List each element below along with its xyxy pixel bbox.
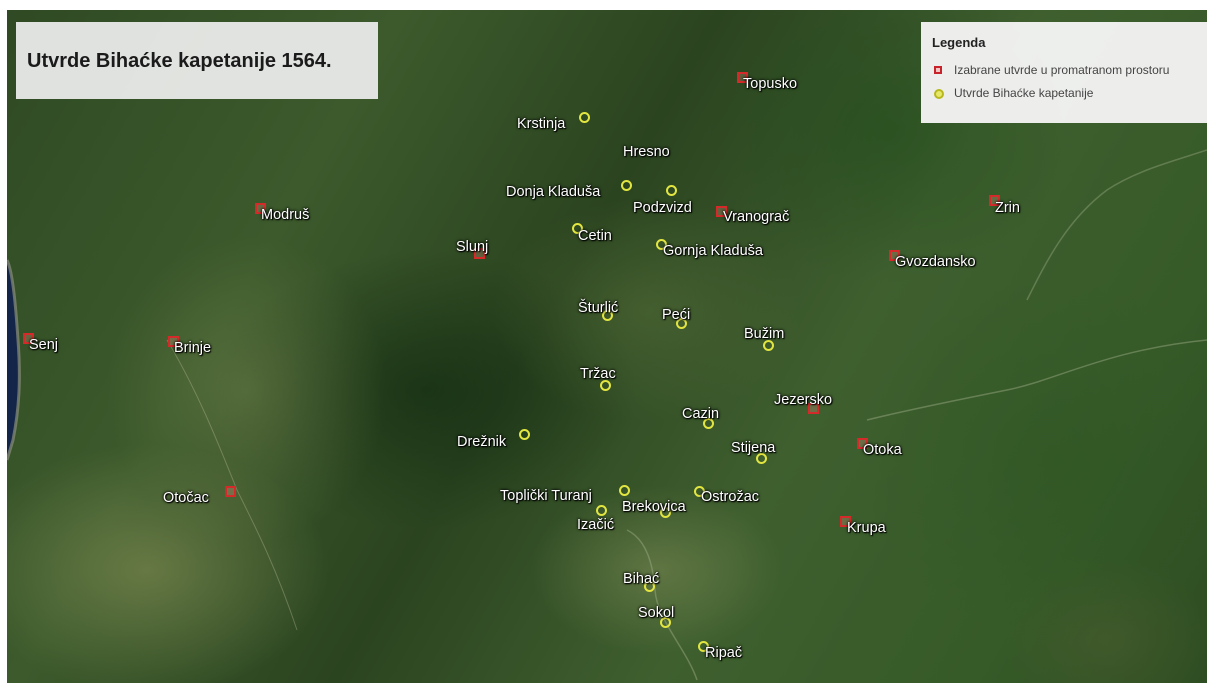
fortress-marker[interactable] [808,403,819,414]
fortress-marker[interactable] [255,203,266,214]
fortress-marker[interactable] [572,223,583,234]
fortress-marker[interactable] [600,380,611,391]
fortress-marker[interactable] [716,206,727,217]
place-label: Gvozdansko [895,254,976,270]
place-label: Stijena [731,440,776,456]
fortress-marker[interactable] [225,486,236,497]
fortress-marker[interactable] [519,429,530,440]
terrain-layer [7,149,1207,681]
road-lika [166,339,298,631]
fortress-marker[interactable] [737,72,748,83]
place-label: Brinje [174,340,212,356]
place-label: Bihać [623,571,660,587]
place-label: Otočac [163,490,209,506]
place-label: Cetin [578,228,612,244]
place-label: Zrin [995,200,1020,216]
place-label: Jezersko [774,392,833,408]
fortress-marker[interactable] [23,333,34,344]
fortress-marker[interactable] [857,438,868,449]
fortress-marker[interactable] [703,418,714,429]
fortress-marker[interactable] [602,310,613,321]
fortress-marker[interactable] [660,617,671,628]
fortress-marker[interactable] [656,239,667,250]
place-label: Krupa [847,520,886,536]
place-label: Cazin [682,406,720,422]
place-label: Krstinja [517,116,566,132]
fortress-marker[interactable] [666,185,677,196]
river-north [1026,149,1207,301]
place-label: Drežnik [457,434,507,450]
place-label: Sokol [638,605,675,621]
map-title-box: Utvrde Bihaćke kapetanije 1564. [16,22,378,99]
legend-label: Izabrane utvrde u promatranom prostoru [954,63,1170,77]
place-label: Tržac [580,366,616,382]
fortress-marker[interactable] [660,507,671,518]
river-una [626,529,698,681]
fortress-marker[interactable] [168,336,179,347]
fortress-marker[interactable] [676,318,687,329]
legend: Legenda Izabrane utvrde u promatranom pr… [921,22,1207,123]
place-label: Brekovica [622,499,686,515]
place-label: Otoka [863,442,902,458]
fortress-marker[interactable] [474,248,485,259]
place-label: Vranograč [723,209,790,225]
fortress-marker[interactable] [763,340,774,351]
place-label: Ostrožac [701,489,760,505]
fortress-marker[interactable] [579,112,590,123]
place-label: Šturlić [578,300,619,316]
fortress-marker[interactable] [989,195,1000,206]
place-label: Gornja Kladuša [663,243,763,259]
legend-title: Legenda [932,35,986,50]
place-label: Slunj [456,239,489,255]
fortress-marker[interactable] [840,516,851,527]
place-label: Senj [29,337,59,353]
fortress-marker[interactable] [756,453,767,464]
fortress-marker[interactable] [698,641,709,652]
red-square-icon [934,66,942,74]
place-label: Toplički Turanj [500,488,592,504]
fortress-marker[interactable] [596,505,607,516]
fortress-marker[interactable] [694,486,705,497]
place-label: Ripač [705,645,743,661]
place-label: Modruš [261,207,310,223]
fortress-marker[interactable] [889,250,900,261]
river-east [866,339,1207,421]
place-label: Hresno [623,144,670,160]
fortress-marker[interactable] [644,581,655,592]
legend-label: Utvrde Bihaćke kapetanije [954,86,1094,100]
place-label: Bužim [744,326,785,342]
yellow-circle-icon [934,89,944,99]
place-label: Donja Kladuša [506,184,601,200]
fortress-marker[interactable] [619,485,630,496]
place-label: Podzvizd [633,200,692,216]
place-label: Izačić [577,517,615,533]
place-label: Topusko [743,76,798,92]
fortress-marker[interactable] [621,180,632,191]
coastline [7,259,21,461]
place-label: Peći [662,307,691,323]
map-title: Utvrde Bihaćke kapetanije 1564. [27,50,332,72]
satellite-map[interactable]: Utvrde Bihaćke kapetanije 1564. Legenda … [7,10,1207,683]
